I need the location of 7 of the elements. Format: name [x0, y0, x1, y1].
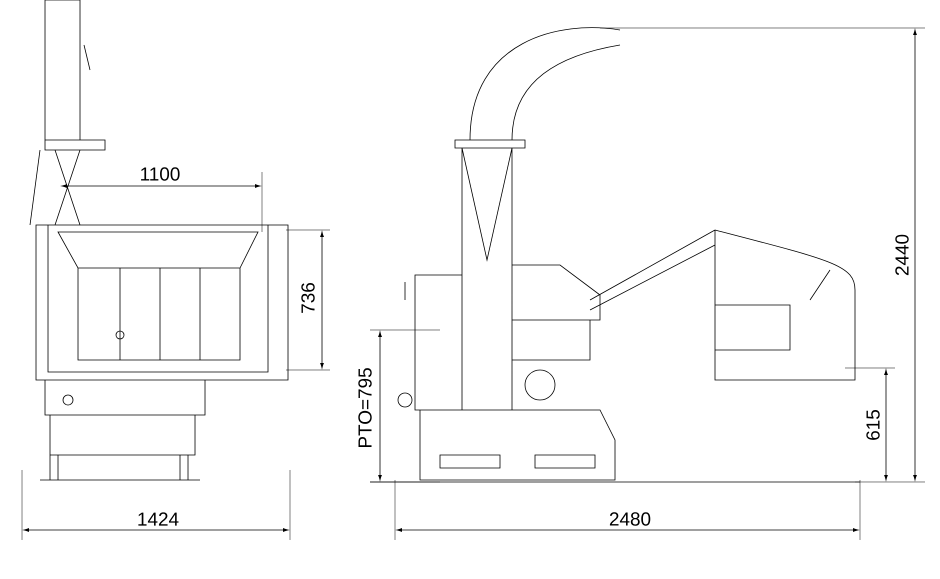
dimension-label: 2440	[895, 234, 909, 276]
dimension-label: 615	[866, 410, 880, 440]
dimension-label: 736	[301, 283, 315, 313]
dimension-label: 1424	[138, 512, 178, 526]
dimension-label: 2480	[610, 512, 650, 526]
dimension-label: PTO=795	[358, 368, 372, 448]
dimension-label: 1100	[141, 167, 180, 181]
